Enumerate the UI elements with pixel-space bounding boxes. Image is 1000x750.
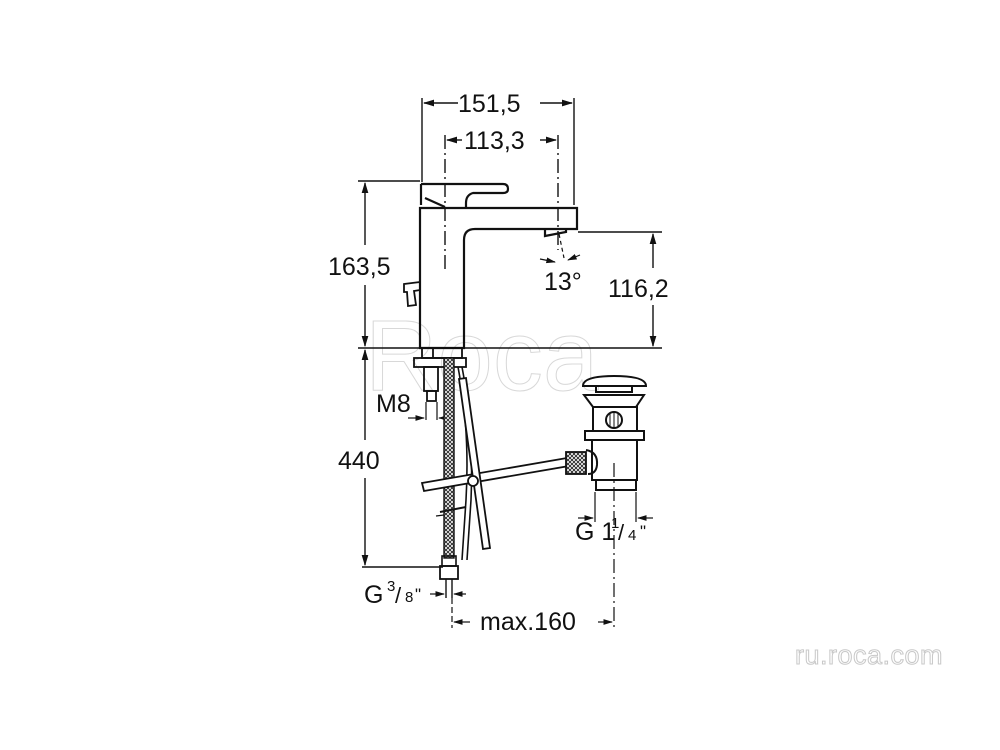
svg-text:/: / xyxy=(395,583,402,608)
label-hose-length: 440 xyxy=(338,447,380,475)
dimension-151-5 xyxy=(421,98,575,205)
dimension-max-160 xyxy=(451,598,613,628)
svg-text:4: 4 xyxy=(628,527,636,544)
label-waste-offset: max.160 xyxy=(480,608,576,636)
faucet-body xyxy=(403,182,579,350)
dimension-440 xyxy=(361,348,443,568)
dimension-113-3 xyxy=(444,135,559,270)
svg-text:3: 3 xyxy=(387,578,395,595)
label-overall-height: 163,5 xyxy=(328,253,391,281)
pop-up-waste xyxy=(581,374,648,630)
svg-text:Roca: Roca xyxy=(365,300,599,412)
label-hose-thread: G 3 / 8 " xyxy=(364,578,421,609)
label-waste-thread: G 1 1 / 4 " xyxy=(575,515,646,546)
svg-text:8: 8 xyxy=(405,589,413,606)
dimension-116-2 xyxy=(465,231,662,349)
roca-watermark: Roca xyxy=(365,300,600,413)
label-spout-reach: 113,3 xyxy=(464,127,525,155)
pop-up-rods xyxy=(420,376,587,551)
label-overall-depth: 151,5 xyxy=(458,90,521,118)
svg-text:": " xyxy=(640,522,646,541)
label-fixing-stud: M8 xyxy=(376,390,411,418)
label-spout-height: 116,2 xyxy=(608,275,669,303)
svg-text:/: / xyxy=(618,520,625,545)
svg-text:G: G xyxy=(364,581,383,609)
fixing-assembly xyxy=(413,347,467,402)
spout-angle-marker xyxy=(539,233,581,264)
website-watermark: ru.roca.com xyxy=(794,640,944,671)
dimension-163-5 xyxy=(358,180,420,349)
label-spout-angle: 13° xyxy=(544,268,582,296)
dimension-g-1-1-4 xyxy=(578,492,653,522)
svg-text:1: 1 xyxy=(611,515,619,532)
svg-text:": " xyxy=(415,585,421,604)
svg-text:G 1: G 1 xyxy=(575,518,615,546)
